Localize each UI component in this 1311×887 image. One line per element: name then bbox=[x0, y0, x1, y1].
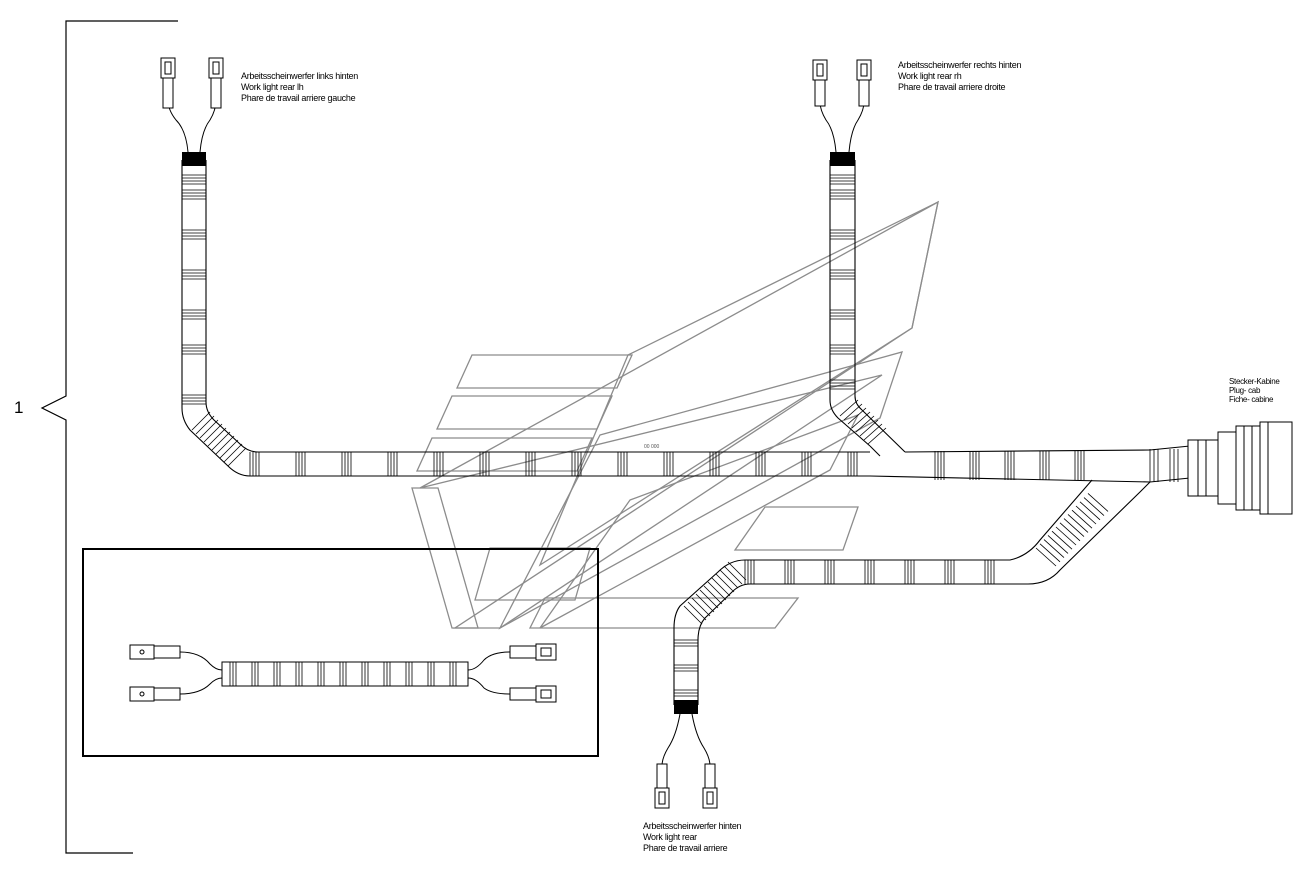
label-line-de: Arbeitsscheinwerfer links hinten bbox=[241, 71, 358, 81]
assembly-bracket bbox=[40, 20, 178, 854]
label-line-en: Work light rear lh bbox=[241, 82, 304, 92]
label-line-fr: Phare de travail arriere bbox=[643, 843, 728, 853]
watermark-stamp: 00 000 bbox=[644, 444, 660, 450]
label-line-de: Arbeitsscheinwerfer rechts hinten bbox=[898, 60, 1022, 70]
harness-trunk bbox=[181, 160, 1191, 705]
inset-detail bbox=[82, 548, 599, 757]
label-right-rear-work-light: Arbeitsscheinwerfer rechts hinten Work l… bbox=[898, 60, 1021, 93]
label-rear-work-light: Arbeitsscheinwerfer hinten Work light re… bbox=[643, 821, 742, 854]
label-line-fr: Phare de travail arriere gauche bbox=[241, 93, 356, 103]
label-line-fr: Fiche- cabine bbox=[1229, 395, 1274, 404]
label-line-fr: Phare de travail arriere droite bbox=[898, 82, 1006, 92]
label-line-en: Work light rear bbox=[643, 832, 697, 842]
label-plug-cab: Stecker-Kabine Plug- cab Fiche- cabine bbox=[1229, 377, 1280, 404]
plug-cab-connector bbox=[1187, 421, 1293, 515]
label-line-de: Stecker-Kabine bbox=[1229, 377, 1280, 386]
connector-rear-center bbox=[654, 713, 718, 809]
callout-number: 1 bbox=[14, 398, 24, 417]
connector-right-rear bbox=[812, 59, 872, 153]
label-line-en: Work light rear rh bbox=[898, 71, 962, 81]
label-left-rear-work-light: Arbeitsscheinwerfer links hinten Work li… bbox=[241, 71, 358, 104]
label-line-en: Plug- cab bbox=[1229, 386, 1261, 395]
watermark-logo bbox=[411, 200, 939, 630]
shrink-sleeves bbox=[182, 152, 855, 714]
connector-left-rear bbox=[160, 57, 224, 153]
label-line-de: Arbeitsscheinwerfer hinten bbox=[643, 821, 742, 831]
harness-bands bbox=[182, 174, 1179, 697]
